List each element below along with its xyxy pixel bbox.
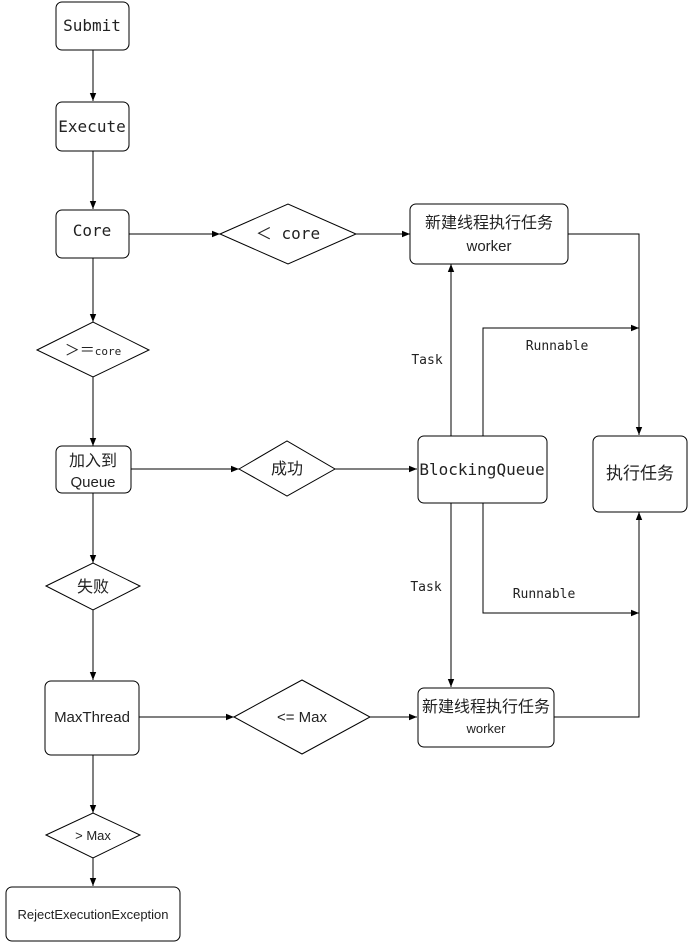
node-blocking-queue: BlockingQueue xyxy=(417,435,548,504)
node-new-worker-1-title: 新建线程执行任务 xyxy=(425,213,553,232)
node-add-queue-line2: Queue xyxy=(70,474,115,491)
edge-worker2-execute xyxy=(554,512,643,718)
node-submit: Submit xyxy=(55,1,130,51)
node-ge-core-small: core xyxy=(95,345,122,358)
node-add-queue: 加入到 Queue xyxy=(55,445,132,494)
edge-label-task-lower: Task xyxy=(410,580,441,595)
node-lt-core: ＜ core xyxy=(218,203,358,265)
node-gt-max-label: > Max xyxy=(75,828,111,843)
edge-worker1-execute xyxy=(568,233,643,435)
node-fail-label: 失败 xyxy=(77,577,109,596)
node-reject: RejectExecutionException xyxy=(5,886,181,942)
node-new-worker-1-sub: worker xyxy=(465,238,511,255)
node-submit-label: Submit xyxy=(63,16,121,35)
node-ge-core-symbol: ＞＝ xyxy=(65,341,95,359)
node-new-worker-2-title: 新建线程执行任务 xyxy=(422,697,550,716)
node-le-max: <= Max xyxy=(232,679,372,755)
edge-queue-runnable-upper xyxy=(482,324,639,436)
node-execute: Execute xyxy=(55,101,130,152)
node-gt-max: > Max xyxy=(44,812,142,859)
node-max-thread: MaxThread xyxy=(44,680,140,756)
edge-label-runnable-lower: Runnable xyxy=(513,587,576,602)
node-core: Core xyxy=(55,209,130,259)
node-new-worker-2-sub: worker xyxy=(465,721,506,736)
edge-queue-runnable-lower xyxy=(482,503,639,617)
node-reject-label: RejectExecutionException xyxy=(17,907,168,922)
node-success-label: 成功 xyxy=(271,459,303,478)
edge-label-runnable-upper: Runnable xyxy=(526,339,589,354)
node-add-queue-line1: 加入到 xyxy=(69,451,117,470)
node-success: 成功 xyxy=(237,440,337,497)
node-ge-core: ＞＝core xyxy=(35,321,151,378)
node-max-thread-label: MaxThread xyxy=(54,709,130,726)
node-lt-core-label: ＜ core xyxy=(256,224,320,243)
node-new-worker-2: 新建线程执行任务 worker xyxy=(417,687,555,748)
edges xyxy=(89,50,643,886)
node-le-max-label: <= Max xyxy=(277,709,328,726)
node-execute-task-label: 执行任务 xyxy=(606,464,674,484)
node-blocking-queue-label: BlockingQueue xyxy=(419,460,544,479)
node-execute-task: 执行任务 xyxy=(592,435,688,513)
node-ge-core-label: ＞＝core xyxy=(65,341,122,359)
node-new-worker-1: 新建线程执行任务 worker xyxy=(409,203,569,265)
node-fail: 失败 xyxy=(44,562,142,611)
edge-label-task-upper: Task xyxy=(411,353,442,368)
node-core-label: Core xyxy=(73,221,112,240)
node-execute-label: Execute xyxy=(58,117,125,136)
